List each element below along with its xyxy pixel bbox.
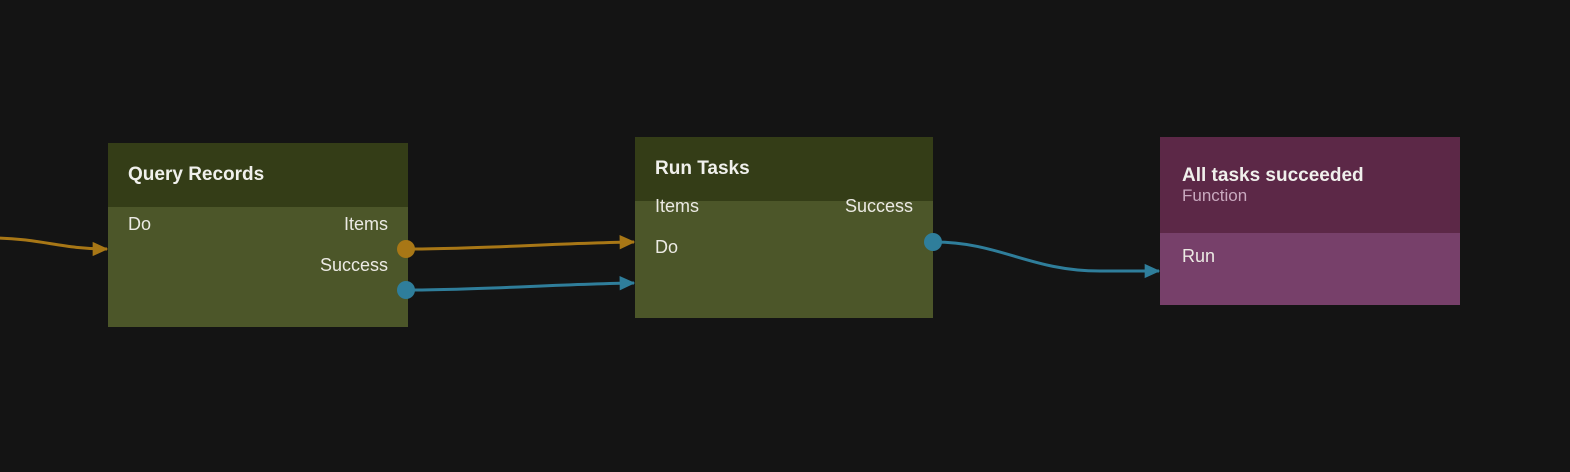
- node-run-tasks[interactable]: Run Tasks Items Do Success: [635, 137, 942, 318]
- output-port-success[interactable]: Success: [320, 254, 388, 276]
- input-port-label: Items: [655, 196, 700, 216]
- input-port-items[interactable]: Items: [655, 195, 699, 217]
- node-all-tasks-succeeded[interactable]: All tasks succeeded Function Run: [1160, 137, 1460, 305]
- output-connector-success-dot[interactable]: [924, 233, 942, 251]
- input-port-do[interactable]: Do: [655, 236, 678, 258]
- node-body: Do Items Success: [108, 207, 408, 327]
- node-body: Run: [1160, 233, 1460, 305]
- node-query-records[interactable]: Query Records Do Items Success: [108, 143, 415, 327]
- output-port-label: Success: [844, 196, 913, 216]
- output-port-label: Items: [343, 214, 388, 234]
- node-subtitle: Function: [1182, 185, 1248, 205]
- input-port-run[interactable]: Run: [1182, 245, 1215, 267]
- edge-run-success-to-function-run: [933, 240, 1161, 279]
- output-port-success[interactable]: Success: [845, 195, 913, 217]
- node-title: Query Records: [128, 164, 265, 186]
- node-body: Items Do Success: [635, 196, 933, 318]
- node-title: Run Tasks: [655, 158, 750, 180]
- input-port-do[interactable]: Do: [128, 213, 151, 235]
- node-header: Query Records: [108, 143, 408, 207]
- node-title: All tasks succeeded: [1182, 164, 1364, 186]
- input-port-label: Run: [1182, 246, 1216, 266]
- input-port-label: Do: [128, 214, 152, 234]
- output-connector-success-dot[interactable]: [397, 281, 415, 299]
- edge-query-items-to-run-items: [407, 235, 636, 251]
- edge-offscreen-to-query-do: [0, 236, 109, 257]
- output-port-items[interactable]: Items: [344, 213, 388, 235]
- output-connector-items-dot[interactable]: [397, 240, 415, 258]
- output-port-label: Success: [319, 255, 388, 275]
- node-header: Run Tasks: [635, 137, 933, 201]
- node-header: All tasks succeeded Function: [1160, 137, 1460, 233]
- input-port-label: Do: [655, 237, 679, 257]
- edge-query-success-to-run-do: [407, 276, 636, 292]
